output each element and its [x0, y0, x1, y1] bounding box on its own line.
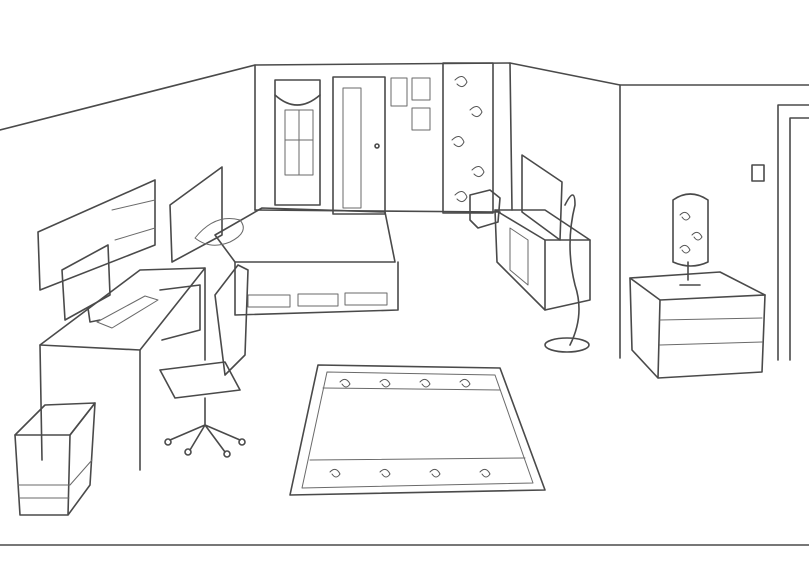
dice [469, 189, 501, 229]
dresser [629, 271, 766, 379]
floor-lamp [544, 194, 590, 353]
computer-monitor [61, 244, 111, 323]
bed [169, 166, 399, 316]
wall-pictures [390, 77, 431, 131]
rug [289, 364, 546, 496]
desk [39, 267, 206, 471]
right-door [777, 104, 809, 361]
keyboard [96, 295, 159, 329]
office-chair [159, 264, 249, 458]
pillow [194, 218, 244, 246]
light-switch [751, 164, 765, 182]
patterned-wall-panel [442, 62, 494, 214]
table-lamp [672, 193, 709, 286]
television [521, 154, 563, 241]
desk-hutch [37, 179, 156, 291]
window [274, 79, 321, 206]
room-walls [0, 62, 809, 546]
back-door [332, 76, 386, 215]
trash-bin [14, 402, 96, 516]
tv-stand [494, 209, 591, 311]
